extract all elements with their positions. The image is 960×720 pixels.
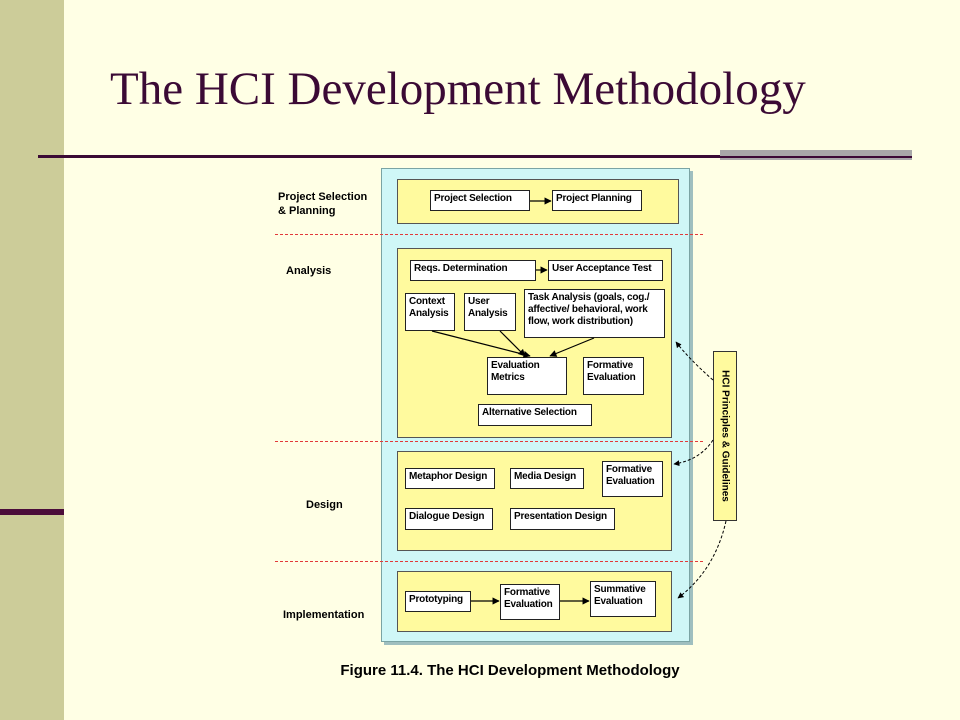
node-metaphor-design: Metaphor Design <box>405 468 495 489</box>
node-prototyping: Prototyping <box>405 591 471 612</box>
phase-label-design: Design <box>306 499 343 511</box>
node-project-selection: Project Selection <box>430 190 530 211</box>
node-formative-evaluation-analysis: Formative Evaluation <box>583 357 644 395</box>
node-evaluation-metrics: Evaluation Metrics <box>487 357 567 395</box>
phase-label-planning: Project Selection & Planning <box>278 191 368 217</box>
node-alternative-selection: Alternative Selection <box>478 404 592 426</box>
node-summative-evaluation: Summative Evaluation <box>590 581 656 617</box>
title-rule-accent-line <box>720 156 912 158</box>
node-presentation-design: Presentation Design <box>510 508 615 530</box>
phase-divider <box>275 234 703 235</box>
node-project-planning: Project Planning <box>552 190 642 211</box>
title-rule <box>38 155 720 158</box>
node-user-analysis: User Analysis <box>464 293 516 331</box>
left-accent-bar <box>0 509 64 515</box>
node-user-acceptance-test: User Acceptance Test <box>548 260 663 281</box>
left-accent-strip <box>0 0 64 720</box>
node-context-analysis: Context Analysis <box>405 293 455 331</box>
phase-label-analysis: Analysis <box>286 265 332 277</box>
phase-label-implementation: Implementation <box>283 609 365 621</box>
figure-caption: Figure 11.4. The HCI Development Methodo… <box>340 662 680 679</box>
node-reqs-determination: Reqs. Determination <box>410 260 536 281</box>
hci-guidelines-box: HCI Principles & Guidelines <box>713 351 737 521</box>
node-task-analysis: Task Analysis (goals, cog./ affective/ b… <box>524 289 665 338</box>
slide-title: The HCI Development Methodology <box>110 63 806 115</box>
node-media-design: Media Design <box>510 468 584 489</box>
node-formative-evaluation-design: Formative Evaluation <box>602 461 663 497</box>
node-dialogue-design: Dialogue Design <box>405 508 493 530</box>
phase-divider <box>275 561 703 562</box>
title-rule-accent <box>720 150 912 160</box>
hci-guidelines-label: HCI Principles & Guidelines <box>719 370 731 502</box>
phase-divider <box>275 441 703 442</box>
node-formative-evaluation-impl: Formative Evaluation <box>500 584 560 620</box>
